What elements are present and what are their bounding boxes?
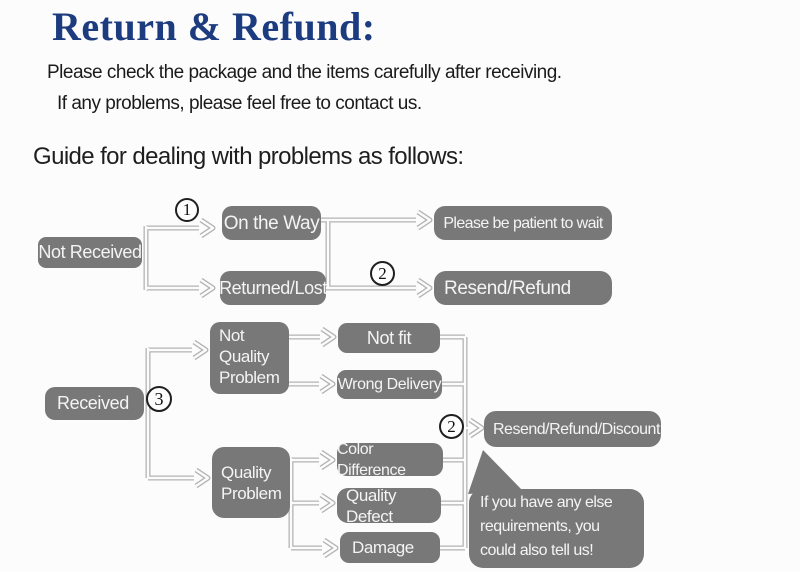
page-title: Return & Refund: xyxy=(52,4,376,49)
node-wrong-delivery: Wrong Delivery xyxy=(337,370,442,399)
node-on-the-way: On the Way xyxy=(222,206,321,240)
node-quality-problem: Quality Problem xyxy=(212,447,290,518)
step-badge-2-top: 2 xyxy=(370,261,395,286)
node-color-difference: Color Difference xyxy=(337,441,443,479)
step-badge-1: 1 xyxy=(175,198,199,222)
node-received: Received xyxy=(45,387,144,420)
intro-line-1: Please check the package and the items c… xyxy=(47,62,562,83)
node-not-fit: Not fit xyxy=(338,323,440,353)
node-please-be-patient: Please be patient to wait xyxy=(434,206,612,240)
node-resend-refund: Resend/Refund xyxy=(434,271,612,305)
intro-line-2: If any problems, please feel free to con… xyxy=(57,93,422,114)
node-damage: Damage xyxy=(340,532,440,563)
node-returned-lost: Returned/Lost xyxy=(219,271,327,305)
step-badge-2-bottom: 2 xyxy=(439,414,464,439)
node-not-received: Not Received xyxy=(38,237,142,268)
speech-bubble-tail xyxy=(468,450,522,494)
guide-heading: Guide for dealing with problems as follo… xyxy=(33,143,464,170)
step-badge-3: 3 xyxy=(146,386,172,412)
node-resend-refund-discount: Resend/Refund/Discount xyxy=(484,411,661,447)
speech-bubble-note: If you have any else requirements, you c… xyxy=(469,489,644,568)
node-not-quality-problem: Not Quality Problem xyxy=(210,322,289,394)
node-quality-defect: Quality Defect xyxy=(337,486,441,526)
